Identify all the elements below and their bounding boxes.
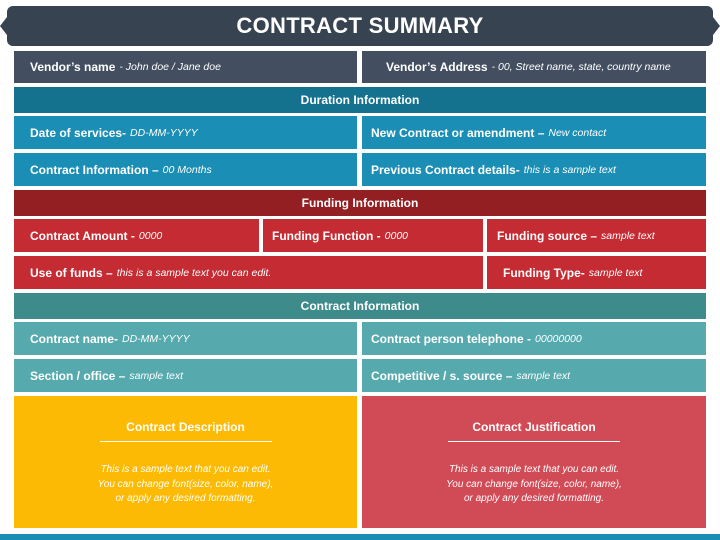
funding-function-label: Funding Function - — [272, 228, 381, 243]
contract-name-value: DD-MM-YYYY — [122, 332, 190, 345]
funding-type-value: sample text — [588, 266, 643, 279]
use-of-funds-cell: Use of funds –this is a sample text you … — [14, 256, 483, 289]
contract-amount-value: 0000 — [138, 229, 163, 242]
duration-header-text: Duration Information — [300, 93, 420, 107]
vendor-address-label: Vendor’s Address — [386, 60, 488, 74]
funding-type-cell: Funding Type-sample text — [487, 256, 706, 289]
contract-phone-label: Contract person telephone - — [371, 331, 532, 346]
section-office-label: Section / office – — [30, 368, 126, 383]
contract-amount-label: Contract Amount - — [30, 228, 135, 243]
funding-header: Funding Information — [14, 190, 706, 216]
funding-source-value: sample text — [601, 229, 655, 242]
description-divider — [100, 441, 272, 442]
vendor-name-value: - John doe / Jane doe — [119, 61, 221, 73]
competitive-source-value: sample text — [516, 369, 571, 382]
use-of-funds-value: this is a sample text you can edit. — [116, 266, 272, 279]
funding-type-label: Funding Type- — [503, 265, 585, 280]
use-of-funds-label: Use of funds – — [30, 265, 113, 280]
contract-justification-box: Contract Justification This is a sample … — [362, 396, 706, 528]
justification-divider — [448, 441, 620, 442]
date-of-services-value: DD-MM-YYYY — [130, 126, 198, 139]
description-line: or apply any desired formatting. — [115, 493, 256, 504]
contract-information-value: 00 Months — [162, 163, 212, 176]
funding-function-value: 0000 — [384, 229, 408, 242]
vendor-name-label: Vendor’s name — [30, 60, 116, 74]
page-title: CONTRACT SUMMARY — [0, 6, 720, 46]
new-contract-label: New Contract or amendment – — [371, 125, 545, 140]
justification-line: or apply any desired formatting. — [463, 493, 605, 504]
contract-description-title: Contract Description — [126, 420, 245, 434]
contract-name-cell: Contract name-DD-MM-YYYY — [14, 322, 357, 355]
contract-description-box: Contract Description This is a sample te… — [14, 396, 357, 528]
contract-info-header-text: Contract Information — [300, 299, 420, 313]
contract-info-header: Contract Information — [14, 293, 706, 319]
section-office-cell: Section / office –sample text — [14, 359, 357, 392]
vendor-name-cell: Vendor’s name- John doe / Jane doe — [14, 51, 357, 83]
duration-header: Duration Information — [14, 87, 706, 113]
contract-information-cell: Contract Information –00 Months — [14, 153, 357, 186]
section-office-value: sample text — [129, 369, 184, 382]
previous-contract-cell: Previous Contract details-this is a samp… — [362, 153, 706, 186]
previous-contract-label: Previous Contract details- — [371, 162, 520, 177]
contract-justification-text: This is a sample text that you can edit.… — [362, 463, 706, 507]
contract-justification-title: Contract Justification — [472, 420, 596, 434]
contract-description-text: This is a sample text that you can edit.… — [14, 463, 357, 507]
funding-header-text: Funding Information — [301, 196, 419, 210]
description-line: You can change font(size, color, name), — [97, 478, 274, 490]
contract-phone-value: 00000000 — [535, 332, 582, 345]
contract-amount-cell: Contract Amount -0000 — [14, 219, 259, 252]
previous-contract-value: this is a sample text — [523, 163, 616, 176]
date-of-services-label: Date of services- — [30, 125, 127, 140]
footer-strip — [0, 534, 720, 540]
justification-line: This is a sample text that you can edit. — [448, 464, 620, 475]
new-contract-cell: New Contract or amendment –New contact — [362, 116, 706, 149]
vendor-address-cell: Vendor’s Address- 00, Street name, state… — [362, 51, 706, 83]
contract-information-label: Contract Information – — [30, 162, 159, 177]
funding-function-cell: Funding Function -0000 — [263, 219, 483, 252]
date-of-services-cell: Date of services-DD-MM-YYYY — [14, 116, 357, 149]
contract-phone-cell: Contract person telephone -00000000 — [362, 322, 706, 355]
competitive-source-cell: Competitive / s. source –sample text — [362, 359, 706, 392]
funding-source-cell: Funding source –sample text — [487, 219, 706, 252]
vendor-address-value: - 00, Street name, state, country name — [491, 61, 671, 73]
new-contract-value: New contact — [548, 126, 607, 139]
funding-source-label: Funding source – — [497, 228, 598, 243]
contract-name-label: Contract name- — [30, 331, 119, 346]
description-line: This is a sample text that you can edit. — [100, 464, 271, 475]
justification-line: You can change font(size, color, name), — [446, 478, 622, 490]
competitive-source-label: Competitive / s. source – — [371, 368, 513, 383]
